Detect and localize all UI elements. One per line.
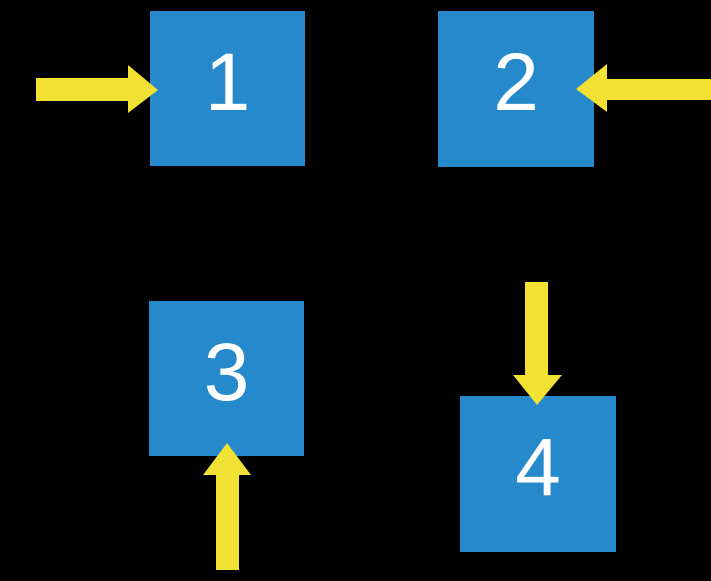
arrow-up-shape	[203, 443, 251, 570]
square-1-label: 1	[204, 36, 251, 128]
square-4[interactable]: 4	[460, 396, 616, 552]
arrow-down-icon	[513, 282, 562, 405]
square-1[interactable]: 1	[150, 11, 305, 166]
square-3[interactable]: 3	[149, 301, 304, 456]
arrow-left-shape	[576, 64, 711, 112]
square-4-label: 4	[515, 422, 561, 513]
arrow-right-shape	[36, 65, 158, 113]
arrow-up-icon	[203, 443, 251, 570]
arrow-left-icon	[576, 64, 711, 112]
arrow-right-icon	[36, 65, 158, 113]
square-2-label: 2	[493, 37, 539, 128]
square-3-label: 3	[203, 326, 250, 418]
arrow-down-shape	[513, 282, 562, 405]
square-2[interactable]: 2	[438, 11, 594, 167]
